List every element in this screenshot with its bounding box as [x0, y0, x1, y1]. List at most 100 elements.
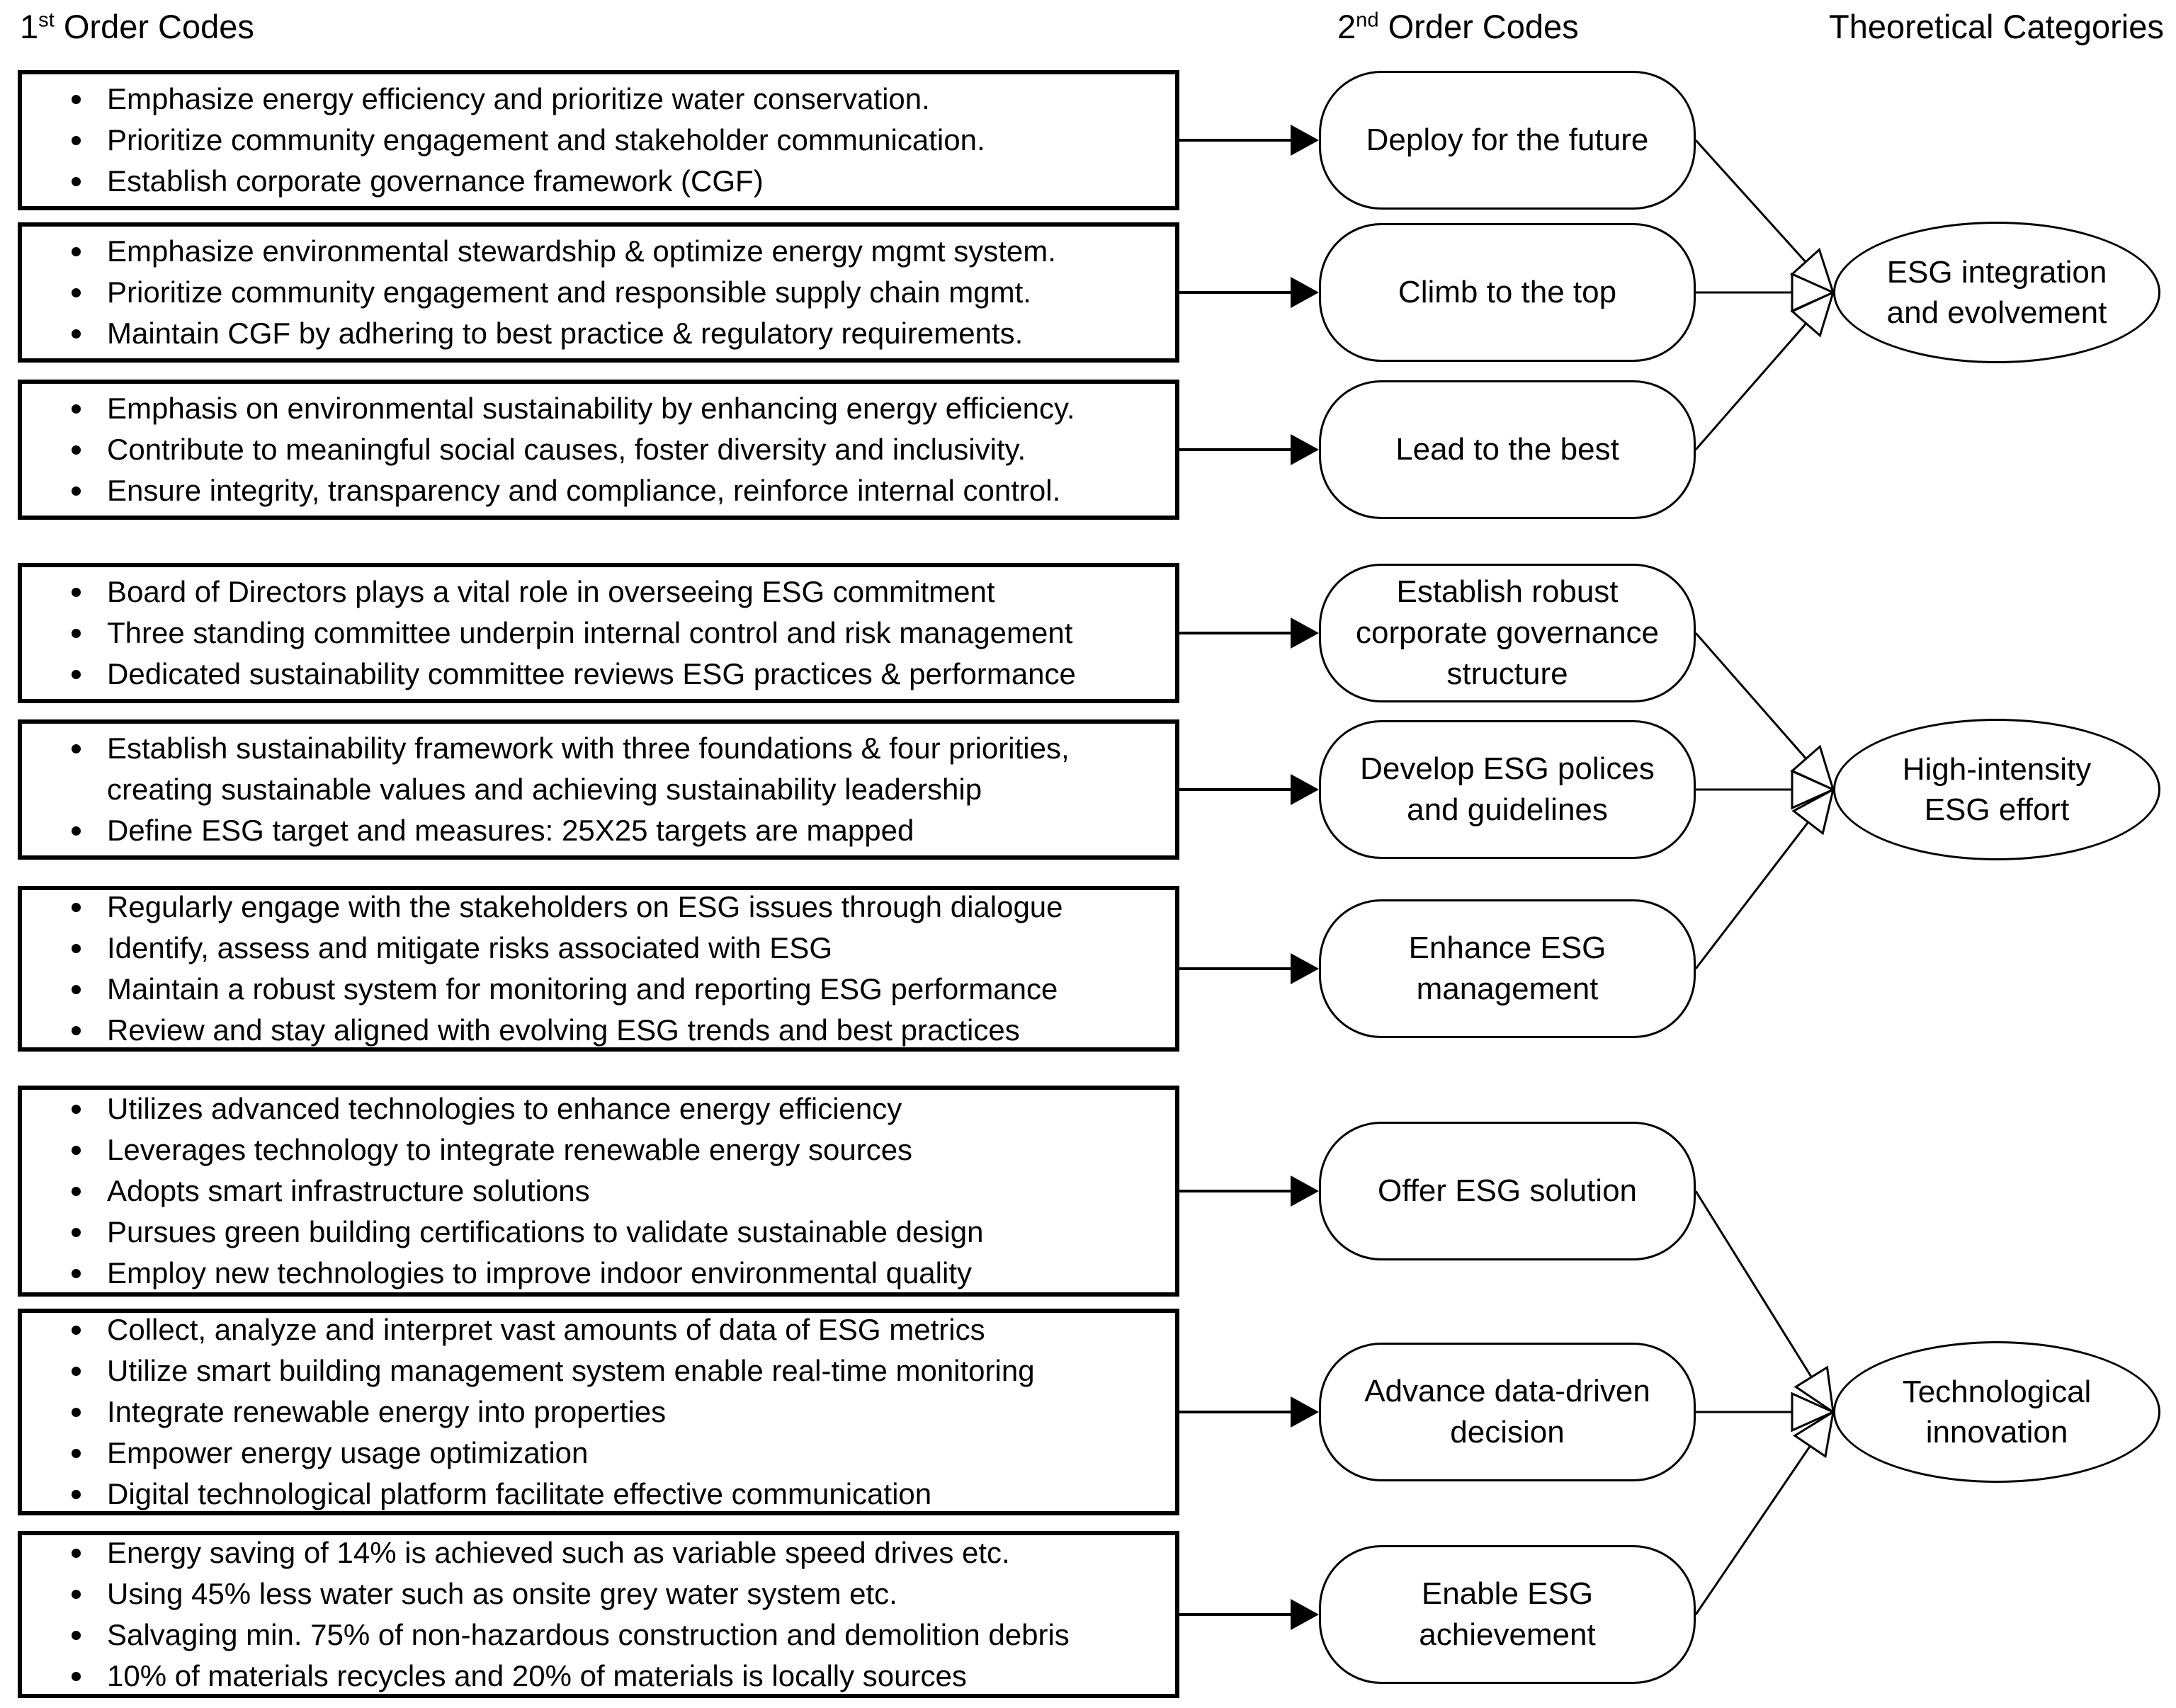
theoretical-category-label: ESG integration and evolvement	[1886, 255, 2107, 330]
theoretical-category-label: High-intensity ESG effort	[1902, 752, 2092, 827]
first-order-bullet: Emphasize energy efficiency and prioriti…	[67, 79, 1167, 120]
filled-arrowhead	[1291, 617, 1319, 649]
first-order-box: Board of Directors plays a vital role in…	[18, 563, 1179, 703]
second-order-code-label: Offer ESG solution	[1377, 1173, 1638, 1208]
filled-arrowhead	[1291, 1175, 1319, 1207]
filled-arrowhead	[1291, 434, 1319, 465]
first-order-bullet: Identify, assess and mitigate risks asso…	[67, 928, 1167, 969]
first-order-bullet: Emphasis on environmental sustainability…	[67, 388, 1167, 429]
connector-line	[1694, 632, 1835, 790]
first-order-bullet: 10% of materials recycles and 20% of mat…	[67, 1656, 1167, 1697]
hollow-fan-arrowhead	[1790, 247, 1835, 295]
first-order-bullet-list: Regularly engage with the stakeholders o…	[22, 887, 1175, 1051]
second-order-code-box: Establish robust corporate governance st…	[1319, 564, 1696, 702]
theoretical-category-ellipse: Technological innovation	[1833, 1341, 2160, 1483]
second-order-code-box: Develop ESG polices and guidelines	[1319, 720, 1696, 859]
second-order-code-label: Climb to the top	[1398, 275, 1617, 309]
first-order-bullet-list: Establish sustainability framework with …	[22, 728, 1175, 851]
connector-line	[1694, 789, 1835, 969]
first-order-bullet: Adopts smart infrastructure solutions	[67, 1171, 1167, 1212]
theoretical-category-ellipse: ESG integration and evolvement	[1833, 222, 2160, 363]
hollow-fan-arrowhead	[1791, 1391, 1836, 1433]
theoretical-category-label: Technological innovation	[1902, 1374, 2092, 1450]
header-number: 2	[1337, 8, 1356, 45]
first-order-bullet: Using 45% less water such as onsite grey…	[67, 1573, 1167, 1615]
first-order-box: Collect, analyze and interpret vast amou…	[18, 1309, 1179, 1515]
first-order-bullet: Energy saving of 14% is achieved such as…	[67, 1532, 1167, 1573]
first-order-bullet: Utilizes advanced technologies to enhanc…	[67, 1088, 1167, 1129]
column-header-theoretical-categories: Theoretical Categories	[1829, 7, 2164, 46]
first-order-bullet-list: Collect, analyze and interpret vast amou…	[22, 1309, 1175, 1515]
second-order-code-box: Lead to the best	[1319, 380, 1696, 519]
connector-line	[1694, 139, 1835, 294]
filled-arrowhead	[1291, 953, 1319, 984]
first-order-bullet: Digital technological platform facilitat…	[67, 1474, 1167, 1515]
hollow-fan-arrowhead	[1790, 744, 1835, 792]
connector-line	[1694, 1411, 1835, 1615]
second-order-code-box: Advance data-driven decision	[1319, 1343, 1696, 1481]
first-order-bullet: Contribute to meaningful social causes, …	[67, 429, 1167, 470]
first-order-bullet: Employ new technologies to improve indoo…	[67, 1253, 1167, 1294]
first-order-bullet-list: Emphasis on environmental sustainability…	[22, 388, 1175, 511]
first-order-box: Emphasize environmental stewardship & op…	[18, 222, 1179, 363]
first-order-bullet: Integrate renewable energy into properti…	[67, 1391, 1167, 1433]
filled-arrowhead	[1291, 125, 1319, 156]
header-number: 1	[20, 8, 39, 45]
hollow-fan-arrowhead	[1793, 1409, 1835, 1459]
first-order-bullet: Collect, analyze and interpret vast amou…	[67, 1309, 1167, 1350]
first-order-bullet: Salvaging min. 75% of non-hazardous cons…	[67, 1615, 1167, 1656]
header-text: Order Codes	[54, 8, 254, 45]
second-order-code-label: Enable ESG achievement	[1419, 1576, 1596, 1652]
first-order-bullet: Prioritize community engagement and resp…	[67, 272, 1167, 313]
hollow-fan-arrowhead	[1791, 787, 1835, 836]
hollow-fan-arrowhead	[1794, 1365, 1835, 1415]
second-order-code-label: Lead to the best	[1395, 432, 1619, 467]
hollow-fan-arrowhead	[1791, 769, 1836, 810]
first-order-box: Emphasis on environmental sustainability…	[18, 380, 1179, 520]
first-order-box: Establish sustainability framework with …	[18, 719, 1179, 860]
second-order-code-label: Develop ESG polices and guidelines	[1360, 751, 1655, 827]
hollow-fan-arrowhead	[1790, 290, 1835, 338]
second-order-code-box: Enable ESG achievement	[1319, 1545, 1696, 1684]
header-text: Order Codes	[1378, 8, 1579, 45]
first-order-bullet: Review and stay aligned with evolving ES…	[67, 1010, 1167, 1051]
first-order-bullet-list: Emphasize energy efficiency and prioriti…	[22, 79, 1175, 202]
hollow-fan-arrowhead	[1791, 272, 1836, 313]
first-order-bullet: Emphasize environmental stewardship & op…	[67, 231, 1167, 272]
first-order-box: Utilizes advanced technologies to enhanc…	[18, 1086, 1179, 1297]
first-order-bullet: Board of Directors plays a vital role in…	[67, 571, 1167, 613]
first-order-bullet: Maintain CGF by adhering to best practic…	[67, 313, 1167, 354]
second-order-code-label: Enhance ESG management	[1408, 930, 1606, 1006]
first-order-bullet: Ensure integrity, transparency and compl…	[67, 470, 1167, 511]
filled-arrowhead	[1291, 1599, 1319, 1630]
second-order-code-box: Climb to the top	[1319, 223, 1696, 362]
connector-line	[1694, 292, 1835, 450]
first-order-bullet-list: Board of Directors plays a vital role in…	[22, 571, 1175, 695]
second-order-code-box: Enhance ESG management	[1319, 899, 1696, 1038]
first-order-bullet: Define ESG target and measures: 25X25 ta…	[67, 810, 1167, 851]
second-order-code-label: Deploy for the future	[1366, 123, 1649, 157]
first-order-bullet-list: Emphasize environmental stewardship & op…	[22, 231, 1175, 354]
first-order-bullet: Leverages technology to integrate renewa…	[67, 1129, 1167, 1171]
first-order-bullet: Dedicated sustainability committee revie…	[67, 654, 1167, 695]
connector-line	[1694, 1190, 1835, 1413]
first-order-bullet: Regularly engage with the stakeholders o…	[67, 887, 1167, 928]
filled-arrowhead	[1291, 1396, 1319, 1428]
second-order-code-label: Advance data-driven decision	[1364, 1374, 1650, 1450]
second-order-code-box: Deploy for the future	[1319, 71, 1696, 210]
first-order-bullet: Empower energy usage optimization	[67, 1433, 1167, 1474]
filled-arrowhead	[1291, 774, 1319, 805]
header-ordinal-suffix: nd	[1356, 8, 1379, 32]
filled-arrowhead	[1291, 277, 1319, 308]
first-order-box: Energy saving of 14% is achieved such as…	[18, 1531, 1179, 1698]
first-order-bullet: Utilize smart building management system…	[67, 1350, 1167, 1391]
first-order-bullet: Pursues green building certifications to…	[67, 1212, 1167, 1253]
first-order-bullet-list: Energy saving of 14% is achieved such as…	[22, 1532, 1175, 1697]
column-header-second-order-codes: 2nd Order Codes	[1337, 7, 1579, 46]
second-order-code-box: Offer ESG solution	[1319, 1122, 1696, 1260]
first-order-bullet: Establish sustainability framework with …	[67, 728, 1167, 810]
second-order-code-label: Establish robust corporate governance st…	[1355, 574, 1660, 691]
first-order-bullet-list: Utilizes advanced technologies to enhanc…	[22, 1088, 1175, 1294]
header-text: Theoretical Categories	[1829, 8, 2164, 45]
